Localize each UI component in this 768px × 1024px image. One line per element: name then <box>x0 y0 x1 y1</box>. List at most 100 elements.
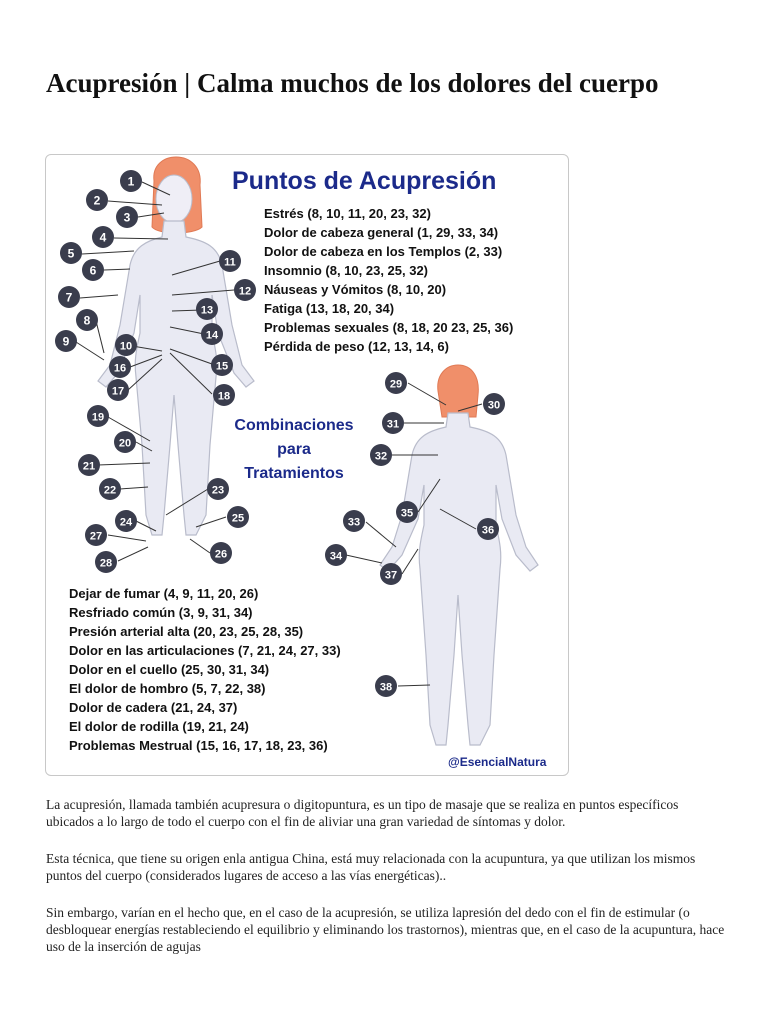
front-point-badges: 1 2 3 4 5 6 7 8 9 10 11 12 13 14 15 16 1… <box>55 170 256 573</box>
point-badge: 10 <box>115 334 137 356</box>
point-badge: 18 <box>213 384 235 406</box>
treatment-item: Dejar de fumar (4, 9, 11, 20, 26) <box>69 586 258 601</box>
treatment-item: Dolor en el cuello (25, 30, 31, 34) <box>69 662 269 677</box>
back-point-badges: 29 30 31 32 33 34 35 36 37 38 <box>325 372 505 697</box>
svg-text:17: 17 <box>112 386 124 398</box>
point-badge: 35 <box>396 501 418 523</box>
point-badge: 33 <box>343 510 365 532</box>
svg-text:5: 5 <box>68 247 75 261</box>
point-badge: 5 <box>60 242 82 264</box>
ailment-item: Fatiga (13, 18, 20, 34) <box>264 301 394 316</box>
point-badge: 34 <box>325 544 347 566</box>
svg-text:25: 25 <box>232 513 244 525</box>
ailment-item: Dolor de cabeza en los Templos (2, 33) <box>264 244 502 259</box>
intro-paragraph: La acupresión, llamada también acupresur… <box>46 797 679 829</box>
point-badge: 28 <box>95 551 117 573</box>
ailment-item: Problemas sexuales (8, 18, 20 23, 25, 36… <box>264 320 513 335</box>
watermark-credit: @EsencialNatura <box>448 755 547 769</box>
point-badge: 12 <box>234 279 256 301</box>
point-badge: 38 <box>375 675 397 697</box>
point-badge: 26 <box>210 542 232 564</box>
ailment-item: Insomnio (8, 10, 23, 25, 32) <box>264 263 428 278</box>
svg-text:7: 7 <box>66 291 73 305</box>
front-pointer-lines <box>75 181 235 562</box>
svg-text:26: 26 <box>215 549 227 561</box>
infographic-canvas: 1 2 3 4 5 6 7 8 9 10 11 12 13 14 15 16 1… <box>55 156 547 769</box>
svg-text:10: 10 <box>120 341 132 353</box>
svg-text:9: 9 <box>63 335 70 349</box>
ailment-item: Estrés (8, 10, 11, 20, 23, 32) <box>264 206 431 221</box>
point-badge: 22 <box>99 478 121 500</box>
point-badge: 21 <box>78 454 100 476</box>
point-badge: 4 <box>92 226 114 248</box>
svg-text:29: 29 <box>390 379 402 391</box>
svg-text:21: 21 <box>83 461 95 473</box>
svg-text:1: 1 <box>128 175 135 189</box>
point-badge: 17 <box>107 379 129 401</box>
point-badge: 32 <box>370 444 392 466</box>
article-title: Acupresión | Calma muchos de los dolores… <box>46 68 659 98</box>
svg-text:36: 36 <box>482 525 494 537</box>
combinations-label: Combinaciones para Tratamientos <box>234 417 353 482</box>
point-badge: 15 <box>211 354 233 376</box>
point-badge: 24 <box>115 510 137 532</box>
treatment-item: El dolor de hombro (5, 7, 22, 38) <box>69 681 266 696</box>
svg-text:24: 24 <box>120 517 133 529</box>
svg-text:37: 37 <box>385 570 397 582</box>
point-badge: 19 <box>87 405 109 427</box>
svg-text:16: 16 <box>114 363 126 375</box>
svg-text:19: 19 <box>92 412 104 424</box>
svg-text:12: 12 <box>239 286 251 298</box>
point-badge: 1 <box>120 170 142 192</box>
svg-text:38: 38 <box>380 682 392 694</box>
svg-text:31: 31 <box>387 419 399 431</box>
point-badge: 27 <box>85 524 107 546</box>
treatment-item: Dolor en las articulaciones (7, 21, 24, … <box>69 643 341 658</box>
svg-text:4: 4 <box>100 231 107 245</box>
svg-text:35: 35 <box>401 508 413 520</box>
svg-text:30: 30 <box>488 400 500 412</box>
point-badge: 30 <box>483 393 505 415</box>
treatment-item: Dolor de cadera (21, 24, 37) <box>69 700 237 715</box>
ailment-item: Pérdida de peso (12, 13, 14, 6) <box>264 339 449 354</box>
point-badge: 9 <box>55 330 77 352</box>
infographic-heading: Puntos de Acupresión <box>232 167 496 195</box>
svg-text:28: 28 <box>100 558 112 570</box>
point-badge: 31 <box>382 412 404 434</box>
svg-text:13: 13 <box>201 305 213 317</box>
difference-paragraph: Sin embargo, varían en el hecho que, en … <box>46 905 725 954</box>
treatment-item: Resfriado común (3, 9, 31, 34) <box>69 605 253 620</box>
acupressure-infographic: 1 2 3 4 5 6 7 8 9 10 11 12 13 14 15 16 1… <box>45 154 569 776</box>
point-badge: 20 <box>114 431 136 453</box>
back-pointer-lines <box>345 382 483 687</box>
point-badge: 14 <box>201 323 223 345</box>
svg-text:2: 2 <box>94 194 101 208</box>
treatment-item: Problemas Mestrual (15, 16, 17, 18, 23, … <box>69 738 328 753</box>
ailment-item: Dolor de cabeza general (1, 29, 33, 34) <box>264 225 498 240</box>
svg-text:15: 15 <box>216 361 228 373</box>
svg-text:18: 18 <box>218 391 230 403</box>
svg-text:27: 27 <box>90 531 102 543</box>
point-badge: 3 <box>116 206 138 228</box>
treatment-item: El dolor de rodilla (19, 21, 24) <box>69 719 249 734</box>
svg-text:6: 6 <box>90 264 97 278</box>
treatment-item: Presión arterial alta (20, 23, 25, 28, 3… <box>69 624 303 639</box>
svg-text:para: para <box>277 441 311 458</box>
point-badge: 13 <box>196 298 218 320</box>
svg-text:Tratamientos: Tratamientos <box>244 465 344 482</box>
ailments-list: Estrés (8, 10, 11, 20, 23, 32) Dolor de … <box>264 206 513 354</box>
point-badge: 36 <box>477 518 499 540</box>
svg-text:8: 8 <box>84 314 91 328</box>
svg-text:Combinaciones: Combinaciones <box>234 417 353 434</box>
svg-text:33: 33 <box>348 517 360 529</box>
svg-text:14: 14 <box>206 330 219 342</box>
origin-paragraph: Esta técnica, que tiene su origen enla a… <box>46 851 696 883</box>
point-badge: 11 <box>219 250 241 272</box>
svg-text:23: 23 <box>212 485 224 497</box>
point-badge: 2 <box>86 189 108 211</box>
svg-text:34: 34 <box>330 551 343 563</box>
point-badge: 25 <box>227 506 249 528</box>
point-badge: 7 <box>58 286 80 308</box>
front-body-figure <box>97 156 255 536</box>
point-badge: 29 <box>385 372 407 394</box>
